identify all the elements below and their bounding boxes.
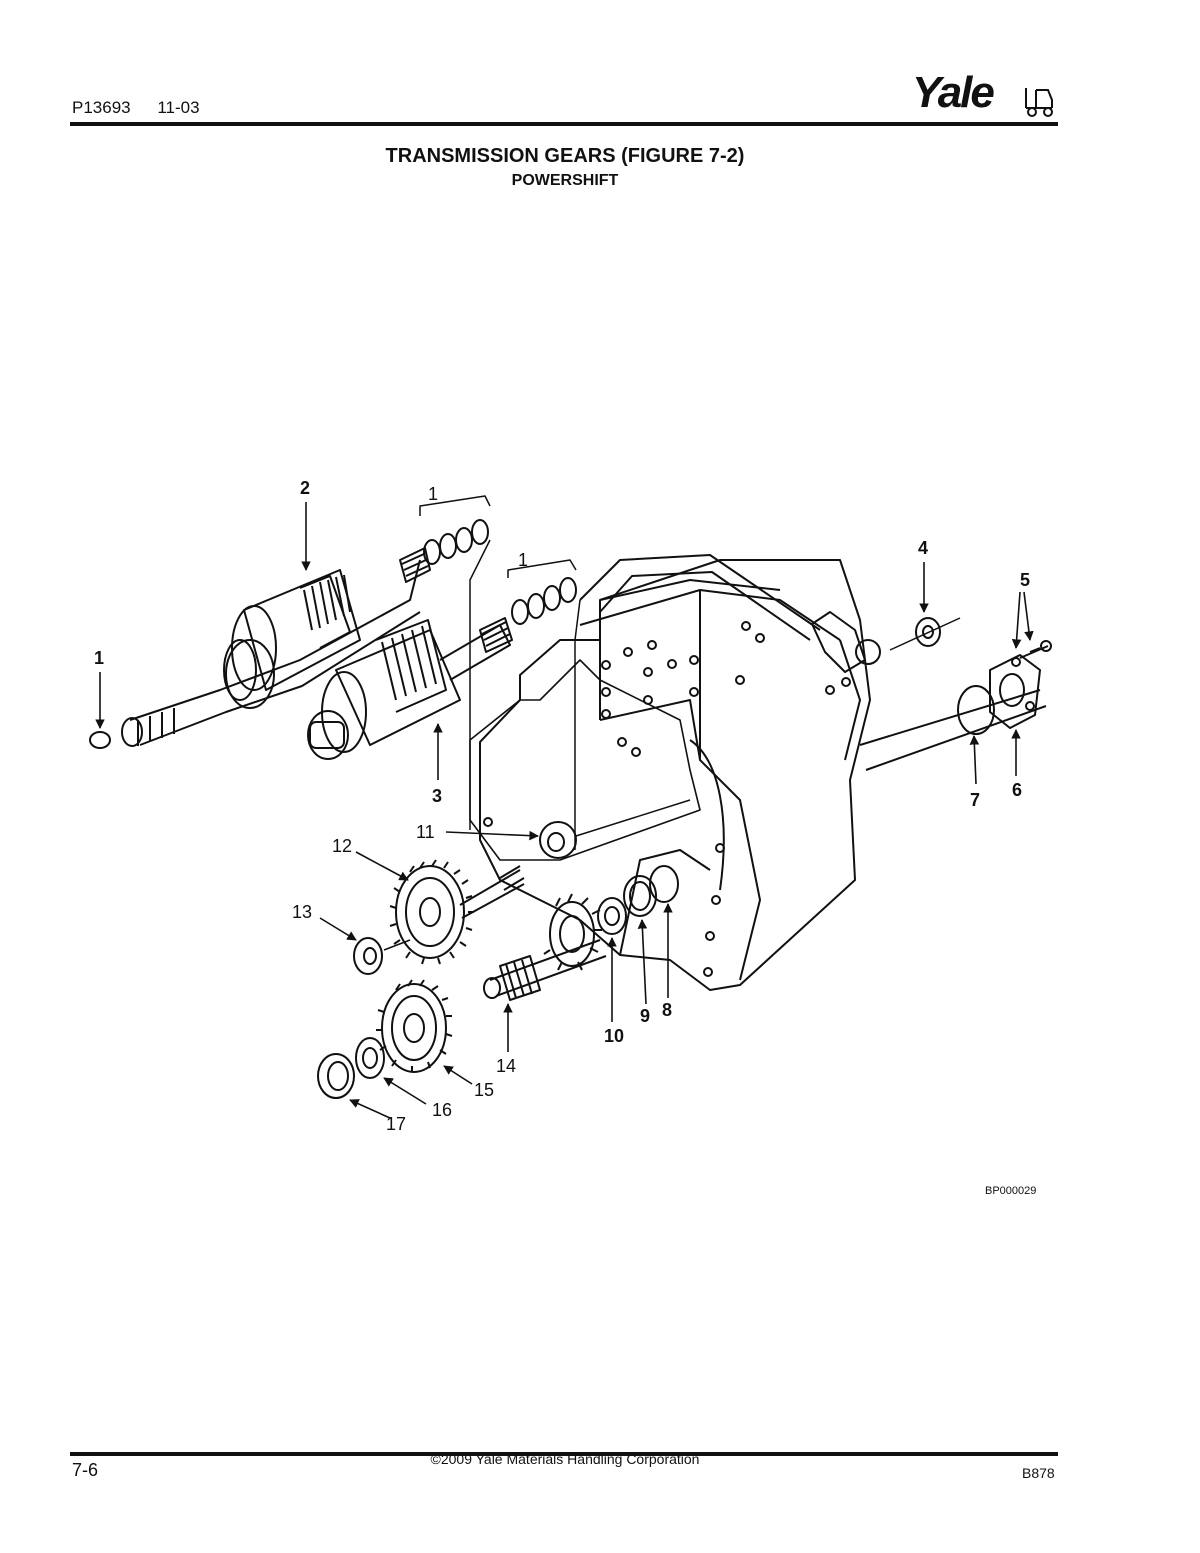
- bearing-10: [597, 897, 627, 935]
- callout-16: 16: [432, 1100, 452, 1120]
- bolt-5: [1019, 645, 1049, 659]
- callout-10: 10: [604, 1026, 624, 1046]
- callout-15: 15: [474, 1080, 494, 1100]
- bearing-13: [353, 937, 383, 975]
- callout-14: 14: [496, 1056, 516, 1076]
- shim-8: [649, 865, 679, 903]
- snap-ring: [89, 731, 111, 749]
- clutch-assembly-upper: [121, 547, 431, 747]
- header-rule: [70, 122, 1058, 126]
- gasket: [469, 659, 701, 861]
- transmission-housing: [479, 559, 871, 991]
- seal-rings-lower: [511, 577, 577, 625]
- callout-3: 3: [432, 786, 442, 806]
- bearing-16: [355, 1037, 385, 1079]
- bearing-cup-17: [317, 1053, 355, 1099]
- page-number: 7-6: [72, 1460, 99, 1480]
- callout-11: 11: [416, 822, 435, 842]
- callout-5: 5: [1020, 570, 1030, 590]
- page-title: TRANSMISSION GEARS (FIGURE 7-2): [385, 145, 745, 167]
- forklift-logo-icon: [1025, 88, 1053, 117]
- o-ring-7: [957, 685, 995, 735]
- callout-7: 7: [970, 790, 980, 810]
- oil-tube: [579, 554, 821, 641]
- document-date: 11-03: [157, 98, 200, 117]
- document-header: P13693 11-03: [72, 98, 200, 118]
- shaft-14: [483, 893, 607, 1001]
- gear-15: [376, 979, 453, 1073]
- figure-reference: BP000029: [985, 1185, 1037, 1197]
- callout-17: 17: [386, 1114, 406, 1134]
- callout-12: 12: [332, 836, 352, 856]
- footer-rule: [70, 1452, 1058, 1456]
- gear-12: [389, 859, 525, 965]
- callout-1-lower: 1: [518, 550, 528, 570]
- callout-13: 13: [292, 902, 312, 922]
- document-code: B878: [1022, 1465, 1055, 1481]
- yale-logo: Yale: [912, 68, 995, 117]
- callout-4: 4: [918, 538, 928, 558]
- bearing-cup-9: [623, 875, 657, 917]
- seal-rings-upper: [423, 519, 489, 565]
- callout-2: 2: [300, 478, 310, 498]
- document-number: P13693: [72, 98, 131, 117]
- copyright: ©2009 Yale Materials Handling Corporatio…: [430, 1451, 700, 1467]
- output-shaft: [859, 689, 1047, 771]
- cover-plate-6: [989, 654, 1041, 729]
- bearing-11: [539, 821, 577, 859]
- seal-4: [915, 617, 941, 647]
- page-subtitle: POWERSHIFT: [511, 172, 619, 189]
- callout-1-left: 1: [94, 648, 104, 668]
- callout-6: 6: [1012, 780, 1022, 800]
- callout-1-upper: 1: [428, 484, 438, 504]
- callout-8: 8: [662, 1000, 672, 1020]
- callout-9: 9: [640, 1006, 650, 1026]
